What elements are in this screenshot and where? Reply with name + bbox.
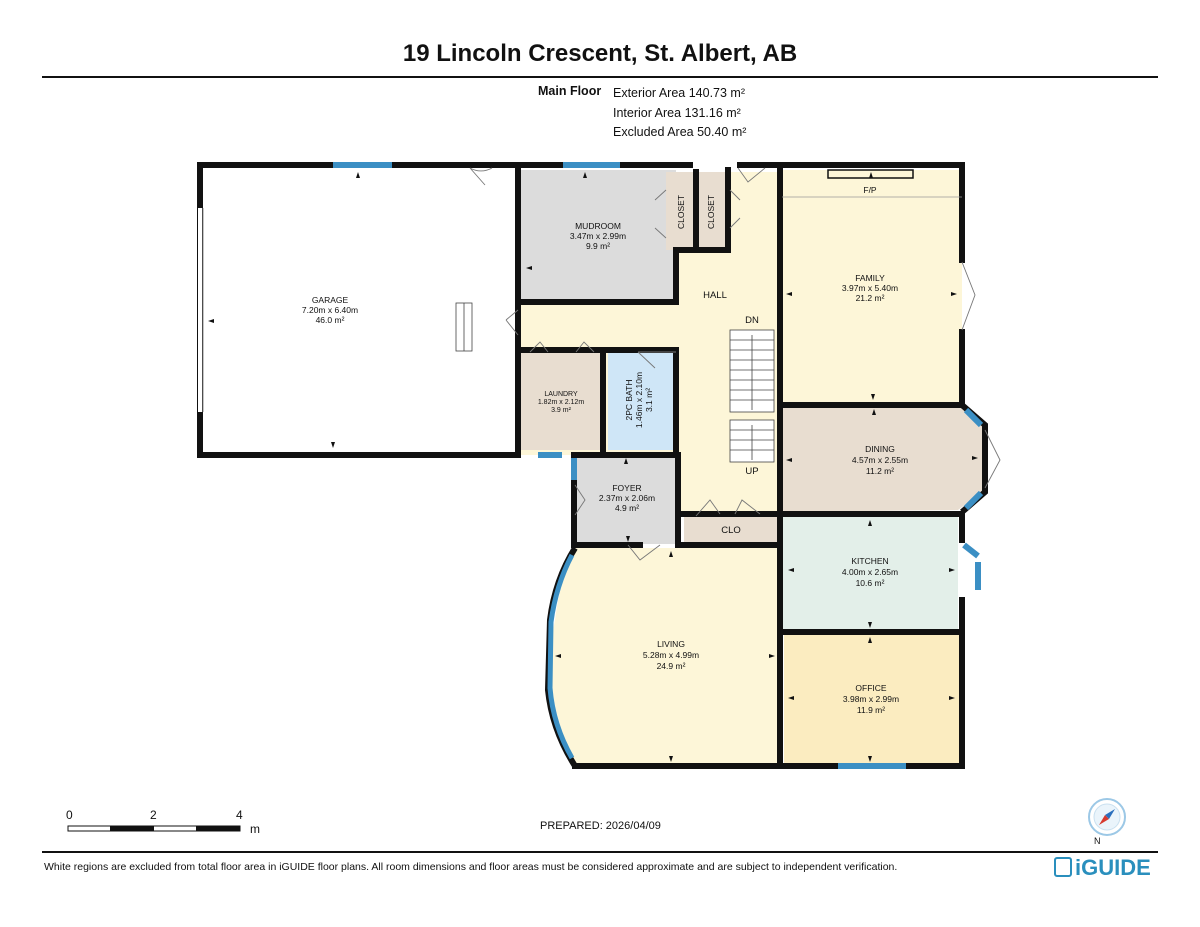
foyer-floor (577, 455, 677, 544)
foyer-name: FOYER (612, 483, 641, 493)
dimension-ticks (208, 172, 978, 762)
laundry-dims: 1.82m x 2.12m (538, 399, 584, 406)
living-bay-window (547, 553, 575, 760)
interior-area: Interior Area 131.16 m² (613, 105, 741, 120)
kitchen-label: KITCHEN 4.00m x 2.65m 10.6 m² (842, 556, 898, 588)
door-swings (469, 167, 1001, 561)
kitchen-dims: 4.00m x 2.65m (842, 567, 898, 577)
garage-step (455, 302, 473, 352)
family-label: FAMILY 3.97m x 5.40m 21.2 m² F/P (842, 185, 898, 303)
foyer-label: FOYER 2.37m x 2.06m 4.9 m² (599, 483, 655, 513)
office-name: OFFICE (855, 683, 886, 693)
scale-label-2: 2 (150, 808, 157, 822)
logo-text: iGUIDE (1075, 855, 1151, 880)
living-dims: 5.28m x 4.99m (643, 650, 699, 660)
family-floor (782, 170, 962, 403)
dining-dims: 4.57m x 2.55m (852, 455, 908, 465)
office-label: OFFICE 3.98m x 2.99m 11.9 m² (843, 683, 899, 715)
closet2-name: CLOSET (706, 195, 716, 229)
scale-label-0: 0 (66, 808, 73, 822)
logo-icon (1054, 857, 1072, 877)
scale-label-4: 4 (236, 808, 243, 822)
disclaimer-text: White regions are excluded from total fl… (44, 861, 898, 873)
stairs-up-label: UP (745, 466, 758, 477)
family-area: 21.2 m² (856, 293, 885, 303)
bath-floor (608, 352, 676, 450)
closet2-floor (698, 172, 726, 250)
fireplace-label: F/P (863, 185, 877, 195)
prepared-date: PREPARED: 2026/04/09 (540, 820, 661, 832)
living-label: LIVING 5.28m x 4.99m 24.9 m² (643, 639, 699, 671)
office-dims: 3.98m x 2.99m (843, 694, 899, 704)
kitchen-name: KITCHEN (851, 556, 888, 566)
office-floor (784, 634, 959, 764)
living-name: LIVING (657, 639, 685, 649)
closet1-floor (666, 172, 696, 250)
family-dims: 3.97m x 5.40m (842, 283, 898, 293)
garage-name: GARAGE (312, 295, 349, 305)
stairs-up (729, 419, 775, 463)
garage-label: GARAGE 7.20m x 6.40m 46.0 m² (302, 295, 358, 325)
dining-floor (782, 406, 985, 512)
mudroom-area: 9.9 m² (586, 241, 610, 251)
plan-title: 19 Lincoln Crescent, St. Albert, AB (402, 40, 798, 67)
bath-name: 2PC BATH (624, 380, 634, 421)
header-rule (42, 76, 1158, 78)
footer-rule (42, 851, 1158, 853)
bath-label: 2PC BATH 1.46m x 2.10m 3.1 m² (624, 372, 654, 428)
compass-icon: N (1088, 798, 1126, 846)
garage-area: 46.0 m² (316, 315, 345, 325)
mudroom-floor (521, 170, 676, 302)
laundry-name: LAUNDRY (544, 391, 578, 398)
mudroom-name: MUDROOM (575, 221, 621, 231)
area-summary: Exterior Area 140.73 m² Interior Area 13… (613, 84, 746, 143)
clo-floor (684, 516, 778, 543)
kitchen-area: 10.6 m² (856, 578, 885, 588)
stairs-down (729, 329, 775, 413)
windows (333, 162, 984, 769)
dining-area: 11.2 m² (866, 466, 894, 476)
exterior-area: Exterior Area 140.73 m² (613, 86, 746, 100)
laundry-label: LAUNDRY 1.82m x 2.12m 3.9 m² (538, 391, 584, 414)
clo-name: CLO (721, 525, 741, 536)
foyer-dims: 2.37m x 2.06m (599, 493, 655, 503)
scale-bar (67, 825, 241, 832)
stairs-dn-label: DN (745, 315, 759, 326)
dining-name: DINING (865, 444, 895, 454)
iguide-logo: iGUIDE (1054, 855, 1151, 881)
family-name: FAMILY (855, 273, 885, 283)
dining-label: DINING 4.57m x 2.55m 11.2 m² (852, 444, 908, 476)
mudroom-dims: 3.47m x 2.99m (570, 231, 626, 241)
bath-area: 3.1 m² (644, 388, 654, 412)
compass-north-label: N (1094, 836, 1101, 846)
living-area: 24.9 m² (657, 661, 686, 671)
laundry-area: 3.9 m² (551, 407, 572, 414)
foyer-area: 4.9 m² (615, 503, 639, 513)
excluded-area: Excluded Area 50.40 m² (613, 125, 747, 139)
living-floor (550, 548, 778, 764)
mudroom-label: MUDROOM 3.47m x 2.99m 9.9 m² (570, 221, 626, 251)
garage-dims: 7.20m x 6.40m (302, 305, 358, 315)
floor-label: Main Floor (538, 84, 602, 98)
laundry-floor (521, 352, 601, 450)
office-area: 11.9 m² (857, 705, 885, 715)
kitchen-floor (782, 514, 958, 631)
scale-unit: m (250, 822, 260, 836)
bath-dims: 1.46m x 2.10m (634, 372, 644, 428)
closet1-name: CLOSET (676, 195, 686, 229)
hall-name: HALL (703, 290, 727, 301)
